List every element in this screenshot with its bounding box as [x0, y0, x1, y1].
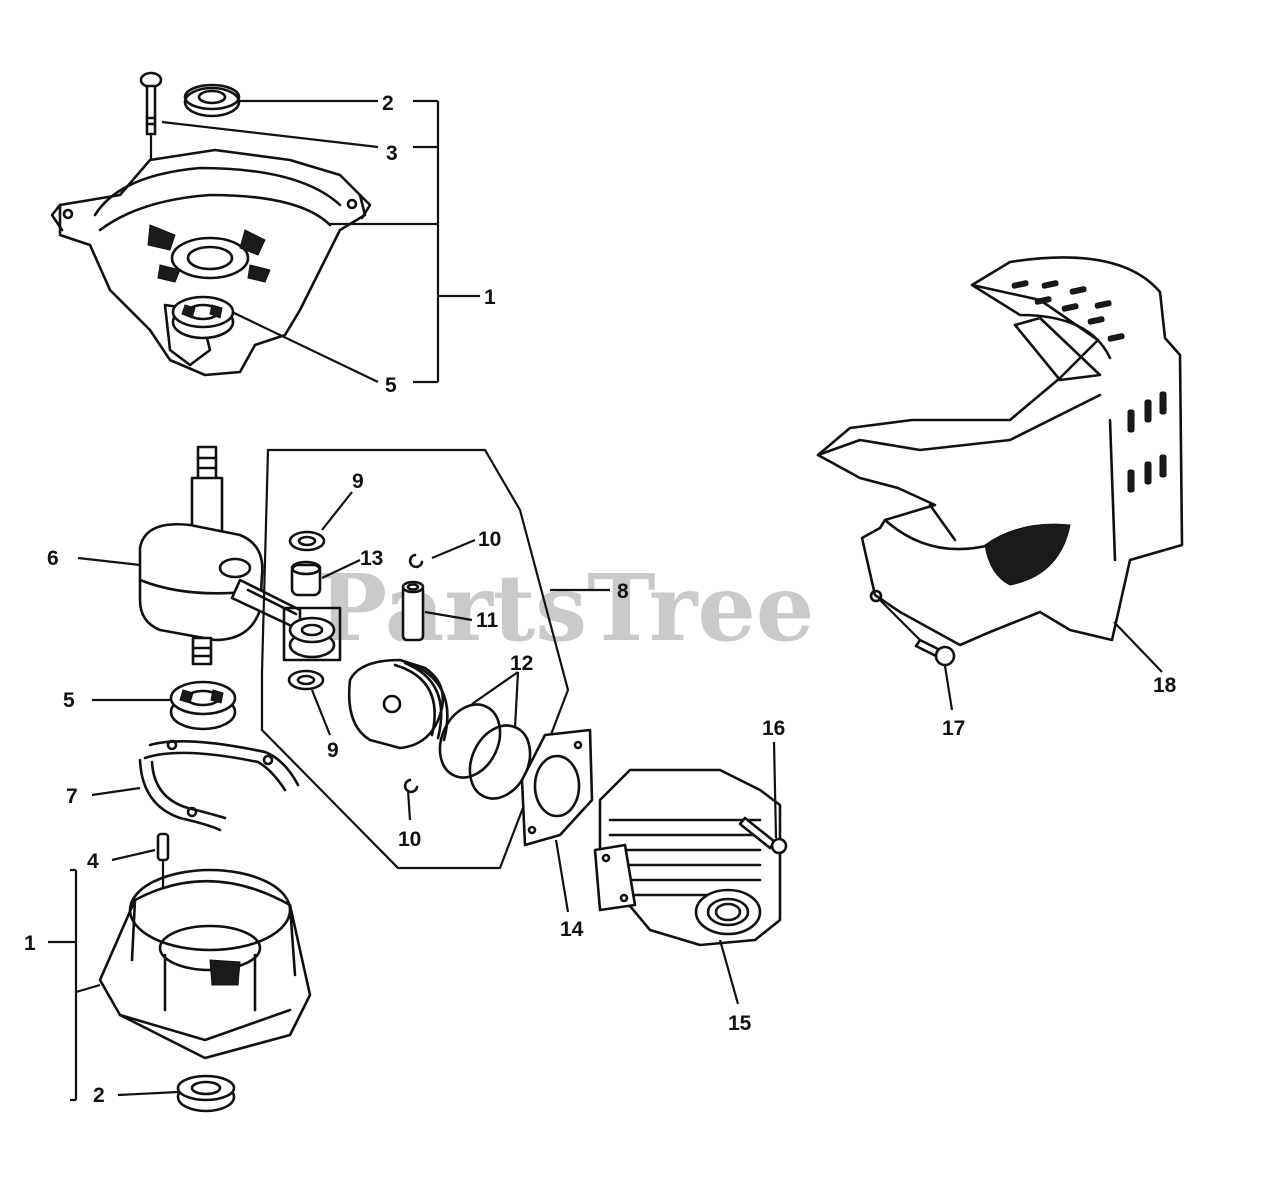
part-18-engine-cover: [816, 256, 1184, 647]
part-2-bottom-seal: [176, 1074, 236, 1113]
part-1-lower-crankcase: [98, 868, 312, 1060]
callout-2-top: 2: [382, 92, 394, 115]
callout-15: 15: [728, 1012, 752, 1035]
watermark: PartsTree: [318, 554, 814, 662]
part-6-crankshaft: [138, 445, 302, 666]
callout-7: 7: [66, 785, 78, 808]
callout-2-bottom: 2: [93, 1084, 105, 1107]
part-5-top-bearing: [171, 295, 235, 340]
part-17-screw: [914, 638, 956, 667]
callout-18: 18: [1153, 674, 1177, 697]
part-1-upper-crankcase: [50, 148, 372, 377]
part-2-top-seal: [183, 83, 241, 118]
callout-labels: 2 3 1 5 6 5 7 4 1 2 9 13 10 11 8 12 9 10…: [24, 92, 1177, 1107]
part-7-retainer: [138, 739, 300, 832]
part-8-kit-outline: [260, 448, 570, 870]
callout-16: 16: [762, 717, 785, 740]
part-13-needle-bearing: [282, 560, 342, 662]
callout-17: 17: [942, 717, 965, 740]
callout-1-top: 1: [484, 286, 496, 309]
part-5-bottom-bearing: [169, 680, 237, 731]
leader-lines: [48, 99, 1163, 1102]
part-14-gasket: [520, 728, 594, 847]
callout-11: 11: [476, 609, 499, 632]
callout-9-bottom: 9: [327, 739, 339, 762]
callout-1-bottom: 1: [24, 932, 36, 955]
callout-5-top: 5: [385, 374, 397, 397]
callout-10-top: 10: [478, 528, 501, 551]
callout-14: 14: [560, 918, 584, 941]
callout-12: 12: [510, 652, 533, 675]
callout-9-top: 9: [352, 470, 364, 493]
piston: [347, 658, 449, 750]
part-15-cylinder: [593, 768, 782, 947]
part-9-washers: [287, 530, 326, 691]
callout-8: 8: [617, 580, 629, 603]
callout-6: 6: [47, 547, 59, 570]
callout-3: 3: [386, 142, 398, 165]
callout-4: 4: [87, 850, 99, 873]
callout-10-bottom: 10: [398, 828, 421, 851]
callout-13: 13: [360, 547, 383, 570]
callout-5-bottom: 5: [63, 689, 75, 712]
part-11-piston-pin: [401, 580, 425, 642]
part-16-bolt: [738, 816, 788, 855]
